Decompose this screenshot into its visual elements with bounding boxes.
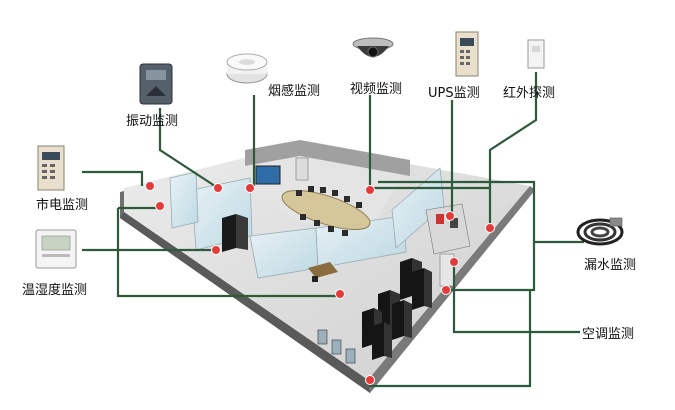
sensor-bottom (365, 375, 375, 385)
label-vibration: 振动监测 (126, 114, 179, 129)
sensor-smoke (245, 183, 255, 193)
label-ups: UPS监测 (428, 86, 480, 101)
sensor-water (441, 285, 451, 295)
line-vibration (158, 108, 219, 189)
wall-screen (255, 165, 281, 185)
front-wall (120, 212, 370, 393)
water-leak-cable-icon (576, 217, 624, 246)
server-racks-main (362, 258, 432, 360)
sensor-upper-bus (155, 201, 165, 211)
conference-table (281, 190, 371, 230)
label-infrared: 红外探测 (503, 86, 556, 101)
smoke-detector-icon (226, 53, 268, 84)
sensor-temp (211, 245, 221, 255)
sensor-dots (145, 181, 495, 385)
dome-camera-icon (352, 37, 394, 58)
label-mains: 市电监测 (36, 198, 89, 213)
server-rack-left (222, 214, 248, 252)
sensor-ac (449, 257, 459, 267)
line-right-loop (446, 242, 536, 292)
power-meter-icon (37, 145, 65, 191)
line-right-bus (378, 180, 584, 244)
sensor-office (335, 289, 345, 299)
line-bus-vertical (116, 208, 340, 298)
label-temp-humidity: 温湿度监测 (22, 283, 88, 298)
vibration-sensor-icon (139, 63, 173, 105)
chairs (296, 186, 362, 236)
label-water-leak: 漏水监测 (584, 258, 637, 273)
office-desk (308, 262, 338, 278)
thermo-hygrometer-icon (35, 229, 77, 269)
line-mains (82, 170, 144, 186)
label-air-conditioning: 空调监测 (582, 327, 635, 342)
back-wall (245, 140, 410, 176)
office-chair (312, 276, 318, 282)
infrared-detector-icon (527, 39, 545, 69)
label-smoke: 烟感监测 (268, 84, 321, 99)
sensor-ups (445, 211, 455, 221)
front-windows (317, 329, 356, 364)
room-floorplan (120, 140, 535, 393)
line-ac (452, 262, 580, 334)
ups-cabinets (425, 203, 471, 255)
sensor-mains (145, 181, 155, 191)
air-cabinet (295, 157, 309, 181)
sensor-infrared (485, 223, 495, 233)
label-video: 视频监测 (350, 82, 403, 97)
glass-partitions (169, 167, 445, 279)
ups-monitor-icon (455, 31, 479, 77)
sensor-vibration (213, 183, 223, 193)
sensor-video (365, 185, 375, 195)
